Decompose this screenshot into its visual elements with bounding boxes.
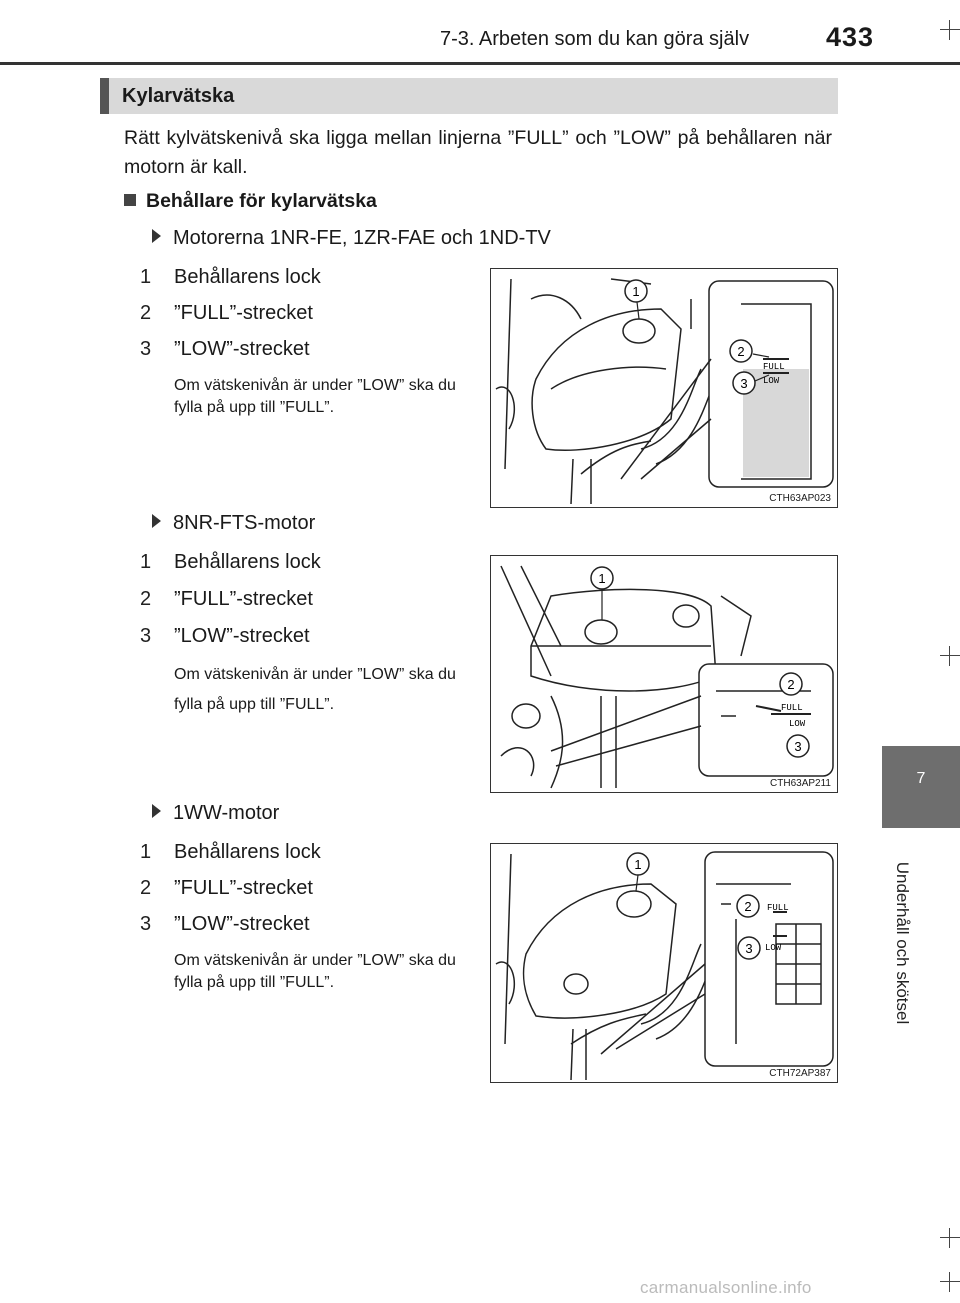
callout-2: 2 (787, 677, 794, 692)
triangle-bullet-icon (152, 514, 161, 528)
callout-2: 2 (744, 899, 751, 914)
low-label: LOW (765, 943, 782, 953)
note-text: Om vätskenivån är under ”LOW” ska du fyl… (174, 377, 456, 416)
low-label: LOW (763, 376, 780, 386)
page-number: 433 (826, 22, 875, 52)
subheading: Behållare för kylarvätska (124, 190, 377, 213)
callout-3: 3 (794, 739, 801, 754)
registration-mark (940, 20, 960, 40)
chapter-tab-label: Underhåll och skötsel (893, 861, 912, 1025)
section-heading: Kylarvätska (100, 78, 838, 114)
watermark: carmanualsonline.info (640, 1278, 812, 1297)
note-text: Om vätskenivån är under ”LOW” ska du fyl… (174, 666, 456, 713)
callout-3: 3 (740, 376, 747, 391)
full-label: FULL (781, 703, 803, 713)
callout-1: 1 (598, 571, 605, 586)
engine-heading: 1WW-motor (152, 802, 279, 825)
triangle-bullet-icon (152, 229, 161, 243)
figure-code: CTH72AP387 (769, 1068, 831, 1079)
engine-heading: Motorerna 1NR-FE, 1ZR-FAE och 1ND-TV (152, 227, 551, 250)
list-item: 2”FULL”-strecket (140, 588, 313, 610)
note-text: Om vätskenivån är under ”LOW” ska du fyl… (174, 952, 456, 991)
coolant-reservoir-illustration: 1 2 3 FULL LOW CTH72AP387 (490, 843, 838, 1083)
header-rule (0, 62, 960, 65)
intro-paragraph: Rätt kylvätskenivå ska ligga mellan linj… (124, 127, 832, 178)
registration-mark (940, 1272, 960, 1292)
registration-mark (940, 1228, 960, 1248)
list-item: 2”FULL”-strecket (140, 877, 313, 899)
section-title: Kylarvätska (122, 85, 235, 107)
triangle-bullet-icon (152, 804, 161, 818)
figure-code: CTH63AP211 (770, 778, 831, 789)
list-item: 3”LOW”-strecket (140, 625, 310, 647)
coolant-reservoir-illustration: 1 2 3 FULL LOW CTH63AP023 (490, 268, 838, 508)
low-label: LOW (789, 719, 806, 729)
full-label: FULL (767, 903, 789, 913)
engine-heading: 8NR-FTS-motor (152, 512, 315, 535)
square-bullet-icon (124, 194, 136, 206)
header-section-title: 7-3. Arbeten som du kan göra själv (440, 28, 750, 50)
list-item: 3”LOW”-strecket (140, 913, 310, 935)
callout-1: 1 (632, 284, 639, 299)
callout-1: 1 (634, 857, 641, 872)
chapter-tab: 7 (882, 746, 960, 828)
figure-code: CTH63AP023 (769, 493, 831, 504)
callout-3: 3 (745, 941, 752, 956)
registration-mark (940, 646, 960, 666)
full-label: FULL (763, 362, 785, 372)
list-item: 3”LOW”-strecket (140, 338, 310, 360)
callout-2: 2 (737, 344, 744, 359)
coolant-reservoir-illustration: 1 2 3 FULL LOW CTH63AP211 (490, 555, 838, 793)
list-item: 2”FULL”-strecket (140, 302, 313, 324)
